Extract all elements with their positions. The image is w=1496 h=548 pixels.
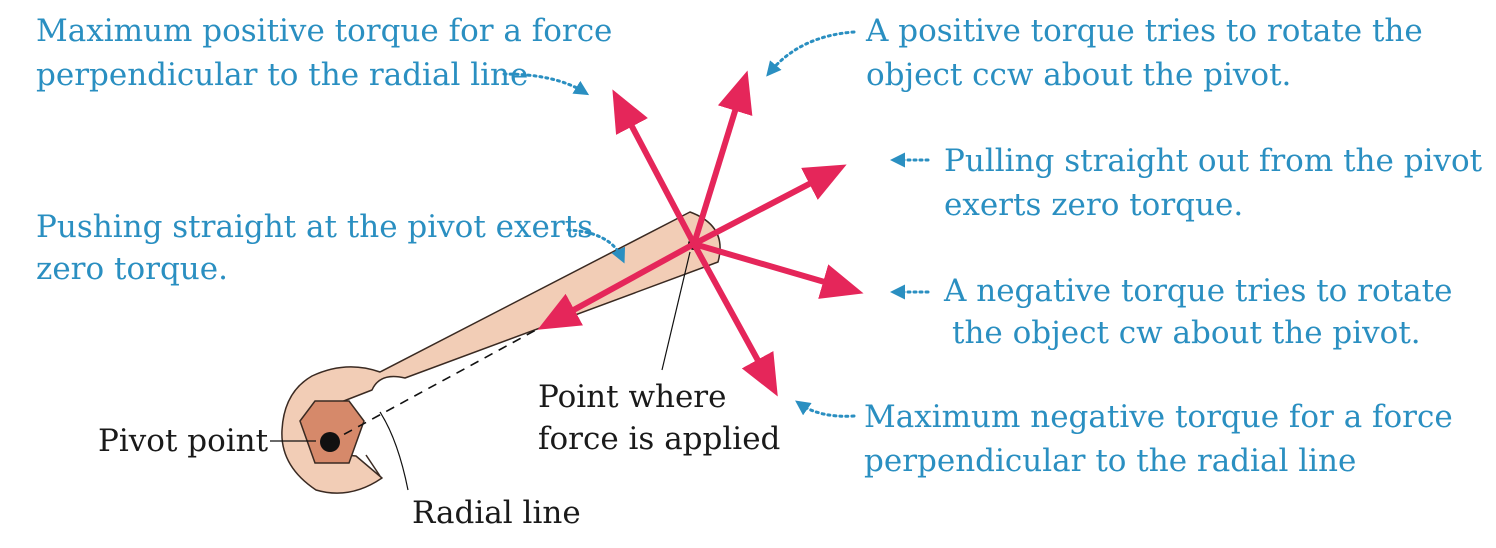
annotation-positive-ccw-line2: object ccw about the pivot.	[866, 57, 1292, 93]
force-point-label-line2: force is applied	[538, 421, 781, 457]
arrow-max-positive	[612, 89, 697, 246]
annotation-push-in-line2: zero torque.	[36, 251, 228, 287]
annotation-max-positive-line1: Maximum positive torque for a force	[36, 13, 613, 49]
radial-line-label: Radial line	[412, 495, 581, 531]
wrench-jaw-bottom	[365, 454, 381, 477]
annotation-negative-cw-line1: A negative torque tries to rotate	[944, 273, 1453, 309]
annotation-positive-ccw-line1: A positive torque tries to rotate the	[866, 13, 1423, 49]
annotation-pull-out-line1: Pulling straight out from the pivot	[944, 143, 1483, 179]
radial-line-leader	[379, 411, 409, 491]
pointer-push-in	[566, 228, 626, 264]
arrow-pull-out	[692, 164, 847, 247]
annotation-pointers	[502, 30, 930, 418]
pointer-max-negative	[795, 400, 856, 418]
annotation-pull-out-line2: exerts zero torque.	[944, 187, 1244, 223]
force-point-label-line1: Point where	[538, 379, 727, 415]
wrench-handle	[281, 211, 721, 494]
arrow-push-in	[537, 241, 696, 330]
arrow-negative-cw	[693, 241, 864, 299]
hex-nut	[299, 400, 365, 464]
annotation-negative-cw-line2: the object cw about the pivot.	[952, 315, 1421, 351]
annotation-max-negative-line1: Maximum negative torque for a force	[864, 399, 1453, 435]
wrench	[281, 211, 721, 494]
arrow-positive-ccw	[691, 70, 753, 245]
annotation-max-positive-line2: perpendicular to the radial line	[36, 57, 529, 93]
force-point-leader	[661, 251, 691, 371]
force-arrows	[537, 70, 864, 397]
annotation-push-in-line1: Pushing straight at the pivot exerts	[36, 209, 594, 245]
pointer-positive-ccw	[766, 30, 856, 77]
pivot-point-label: Pivot point	[98, 423, 269, 459]
radial-line	[329, 243, 695, 443]
arrow-max-negative	[691, 242, 778, 397]
annotation-max-negative-line2: perpendicular to the radial line	[864, 443, 1357, 479]
